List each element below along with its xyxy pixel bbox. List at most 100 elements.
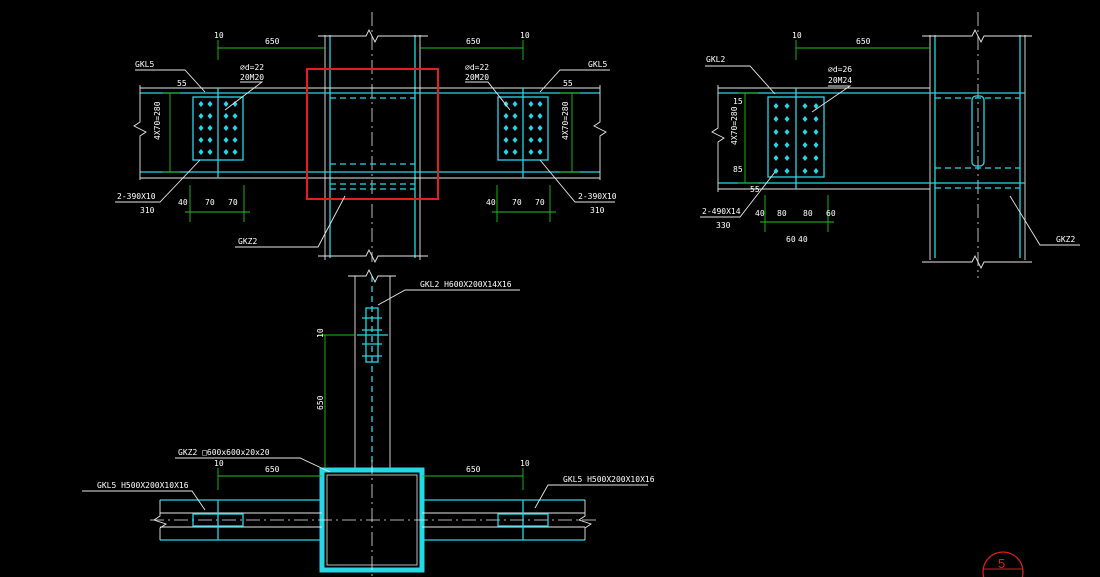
dim-650-left: 650 [265, 37, 280, 46]
bolt-symbol [773, 129, 779, 135]
bolt-symbol [512, 125, 518, 131]
plan-view: 650 10 650 650 10 10 GKL2 H600X200X14X16 [82, 268, 655, 577]
bolt-symbol [813, 116, 819, 122]
bolt-symbol [223, 149, 229, 155]
bolt-symbol [223, 113, 229, 119]
bolt-symbol [537, 125, 543, 131]
badge-number: 5 [998, 556, 1005, 571]
beam-label-gkl2: GKL2 H600X200X14X16 [420, 280, 512, 289]
break-line [133, 85, 147, 180]
dim-55-left: 55 [177, 79, 187, 88]
dim-4x70: 4X70=280 [730, 106, 739, 145]
bolt-symbol [802, 103, 808, 109]
bolt-symbol [512, 149, 518, 155]
bolt-symbol [784, 116, 790, 122]
detail-number-badge: 5 [982, 551, 1024, 577]
bolt-symbol [537, 101, 543, 107]
beam-label-gkl2: GKL2 [706, 55, 725, 64]
leader-line [224, 81, 264, 111]
bolt-symbol [528, 149, 534, 155]
bolt-symbol [207, 101, 213, 107]
splice-plate-left [192, 513, 244, 527]
bolt-symbol [784, 103, 790, 109]
leader-line [115, 159, 201, 203]
plate-label-left: 2-390X10 [117, 192, 156, 201]
bolt-symbol [503, 137, 509, 143]
bolt-symbol [537, 113, 543, 119]
leader-line [1009, 195, 1080, 246]
leader-line [465, 81, 511, 111]
leader-line [175, 457, 331, 473]
dim-650: 650 [856, 37, 871, 46]
dim-80: 80 [803, 209, 813, 218]
bolt-symbol [223, 101, 229, 107]
beam-label-gkl5-right: GKL5 H500X200X10X16 [563, 475, 655, 484]
beam-label-gkl5-right: GKL5 [588, 60, 607, 69]
dim-10-left: 10 [214, 31, 224, 40]
dim-60: 60 [826, 209, 836, 218]
plate-label-right: 2-390X10 [578, 192, 617, 201]
break-line [348, 268, 396, 284]
leader-line [700, 171, 776, 218]
bolt-symbol [503, 125, 509, 131]
bolt-spec-left: 20M20 [240, 73, 264, 82]
right-elevation-view: 650 10 4X70=280 15 85 55 40 80 80 60 60 … [700, 12, 1080, 278]
bolt-label: ⌀d=26 [828, 65, 852, 74]
bolt-symbol [802, 142, 808, 148]
bolt-symbol [802, 116, 808, 122]
bolt-symbol [198, 149, 204, 155]
break-line [593, 85, 607, 180]
web-plate [971, 95, 985, 167]
dim-10-right: 10 [520, 31, 530, 40]
dim-650-right: 650 [466, 37, 481, 46]
break-line [318, 28, 428, 44]
column-label-gkz2: GKZ2 □600x600x20x20 [178, 448, 270, 457]
splice-plate-right [497, 513, 549, 527]
splice-plate [365, 307, 379, 363]
bolt-symbol [232, 149, 238, 155]
plate-label: 2-490X14 [702, 207, 741, 216]
bolt-symbol [207, 113, 213, 119]
leader-line [235, 195, 346, 248]
bolt-symbol [773, 103, 779, 109]
bolt-symbol [207, 149, 213, 155]
bolt-group [773, 103, 819, 174]
bolt-symbol [207, 137, 213, 143]
leader-line [82, 490, 206, 511]
bolt-symbol [528, 101, 534, 107]
break-line [577, 500, 593, 540]
break-line [922, 28, 1032, 44]
dim-10-left: 10 [214, 459, 224, 468]
highlight-box [306, 68, 439, 200]
bolt-symbol [802, 168, 808, 174]
leader-line [539, 159, 615, 203]
bolt-symbol [503, 101, 509, 107]
bolt-symbol [223, 125, 229, 131]
bolt-symbol [813, 142, 819, 148]
column-label-gkz2: GKZ2 [1056, 235, 1075, 244]
bolt-symbol [537, 137, 543, 143]
bolt-symbol [223, 137, 229, 143]
break-line [318, 248, 428, 264]
plate-length: 330 [716, 221, 731, 230]
leader-line [539, 69, 610, 93]
bolt-symbol [784, 129, 790, 135]
column-label-gkz2: GKZ2 [238, 237, 257, 246]
bolt-symbol [232, 137, 238, 143]
dim-40: 40 [798, 235, 808, 244]
bolt-symbol [537, 149, 543, 155]
bolt-symbol [528, 125, 534, 131]
bolt-symbol [512, 137, 518, 143]
bolt-symbol [784, 155, 790, 161]
dim-650-left: 650 [265, 465, 280, 474]
dim-70: 70 [512, 198, 522, 207]
dim-55-right: 55 [563, 79, 573, 88]
bolt-symbol [813, 129, 819, 135]
bolt-symbol [198, 137, 204, 143]
bolt-spec-right: 20M20 [465, 73, 489, 82]
bolt-symbol [528, 137, 534, 143]
bolt-symbol [773, 116, 779, 122]
dim-10-vertical: 10 [316, 328, 325, 338]
beam-label-gkl5-left: GKL5 H500X200X10X16 [97, 481, 189, 490]
